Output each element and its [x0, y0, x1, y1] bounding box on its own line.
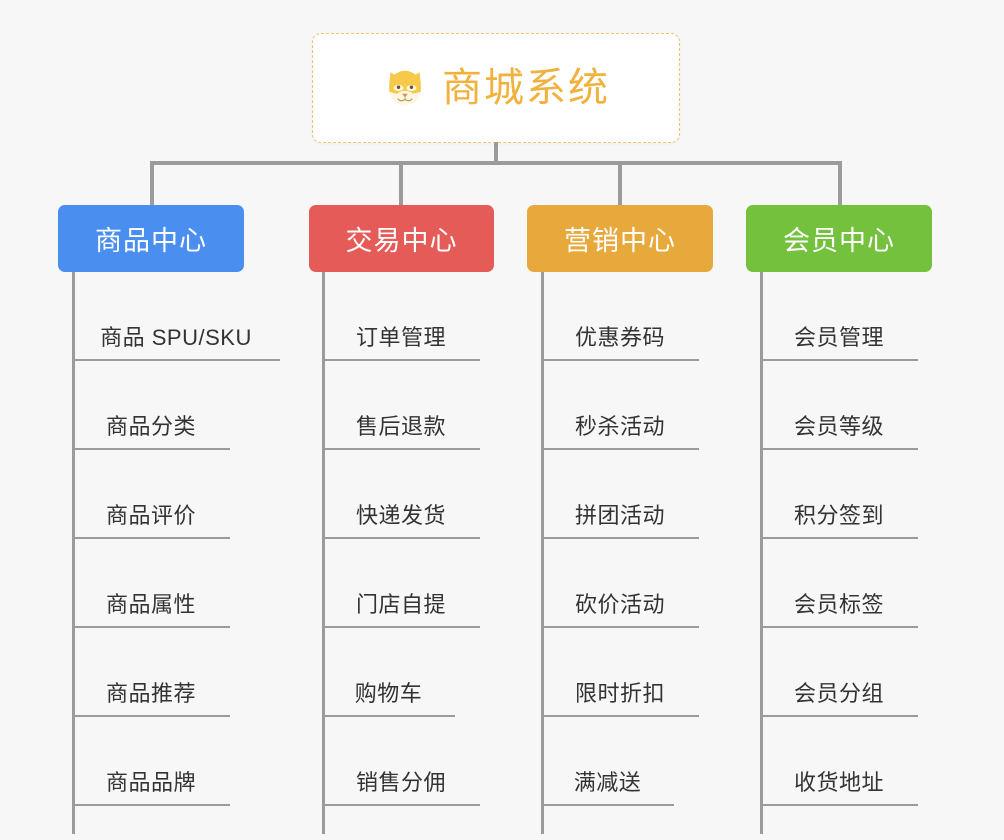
category-box-product-center[interactable]: 商品中心 — [58, 205, 244, 272]
connector-drop-col-2 — [618, 161, 622, 207]
leaf-item[interactable]: 会员管理 — [760, 272, 918, 361]
leaf-column-stem — [760, 272, 763, 834]
leaf-item-label: 商品分类 — [105, 414, 196, 439]
category-label: 会员中心 — [783, 226, 895, 256]
connector-drop-col-1 — [399, 161, 403, 207]
shiba-dog-icon — [389, 70, 421, 106]
category-label: 营销中心 — [564, 226, 676, 256]
leaf-column-stem — [322, 272, 325, 834]
leaf-item[interactable]: 快递发货 — [322, 450, 480, 539]
leaf-item-label: 优惠券码 — [574, 325, 665, 350]
leaf-column-stem — [541, 272, 544, 834]
leaf-item-label: 商品 SPU/SKU — [100, 325, 252, 350]
leaf-item-label: 满减送 — [573, 770, 642, 795]
leaf-item[interactable]: 售后退款 — [322, 361, 480, 450]
leaf-item[interactable]: 积分签到 — [760, 450, 918, 539]
leaf-item[interactable]: 商品 SPU/SKU — [72, 272, 280, 361]
leaf-item[interactable]: 限时折扣 — [541, 628, 699, 717]
category-box-marketing-center[interactable]: 营销中心 — [527, 205, 713, 272]
leaf-item[interactable]: 秒杀活动 — [541, 361, 699, 450]
leaf-item-label: 会员标签 — [793, 592, 884, 617]
leaf-item[interactable]: 收货地址 — [760, 717, 918, 806]
leaf-item[interactable]: 砍价活动 — [541, 539, 699, 628]
leaf-item-label: 收货地址 — [793, 770, 884, 795]
leaf-item[interactable]: 销售分佣 — [322, 717, 480, 806]
connector-bus-bar — [150, 161, 842, 165]
leaf-item-label: 销售分佣 — [355, 770, 446, 795]
connector-root-stem — [494, 142, 498, 164]
leaf-item-label: 快递发货 — [355, 503, 446, 528]
category-label: 交易中心 — [345, 226, 458, 256]
leaf-item[interactable]: 会员等级 — [760, 361, 918, 450]
leaf-item-label: 购物车 — [354, 681, 423, 706]
leaf-item-label: 商品品牌 — [105, 770, 196, 795]
leaf-item-label: 会员分组 — [793, 681, 884, 706]
leaf-item[interactable]: 商品属性 — [72, 539, 230, 628]
leaf-item[interactable]: 满减送 — [541, 717, 674, 806]
leaf-item[interactable]: 会员标签 — [760, 539, 918, 628]
leaf-item-label: 秒杀活动 — [574, 414, 665, 439]
leaf-item[interactable]: 优惠券码 — [541, 272, 699, 361]
leaf-item-label: 订单管理 — [355, 325, 446, 350]
leaf-item[interactable]: 购物车 — [322, 628, 455, 717]
leaf-column-stem — [72, 272, 75, 834]
category-box-member-center[interactable]: 会员中心 — [746, 205, 932, 272]
leaf-item-label: 售后退款 — [355, 414, 446, 439]
leaf-item-label: 商品推荐 — [105, 681, 196, 706]
leaf-item-label: 商品评价 — [105, 503, 196, 528]
leaf-item[interactable]: 商品推荐 — [72, 628, 230, 717]
leaf-item-label: 砍价活动 — [574, 592, 665, 617]
category-label: 商品中心 — [95, 226, 207, 256]
leaf-item-label: 限时折扣 — [574, 681, 665, 706]
leaf-item-label: 积分签到 — [793, 503, 884, 528]
connector-drop-col-3 — [838, 161, 842, 207]
leaf-item[interactable]: 商品分类 — [72, 361, 230, 450]
leaf-item[interactable]: 商品评价 — [72, 450, 230, 539]
root-node-title: 商城系统 — [442, 66, 610, 110]
leaf-item-label: 拼团活动 — [574, 503, 665, 528]
leaf-item[interactable]: 商品品牌 — [72, 717, 230, 806]
root-node-shop-system[interactable]: 商城系统 — [312, 33, 680, 143]
leaf-item-label: 商品属性 — [105, 592, 196, 617]
leaf-item-label: 门店自提 — [355, 592, 446, 617]
leaf-item[interactable]: 拼团活动 — [541, 450, 699, 539]
category-box-trade-center[interactable]: 交易中心 — [309, 205, 494, 272]
leaf-item[interactable]: 订单管理 — [322, 272, 480, 361]
leaf-item[interactable]: 会员分组 — [760, 628, 918, 717]
connector-drop-col-0 — [150, 161, 154, 207]
leaf-item[interactable]: 门店自提 — [322, 539, 480, 628]
leaf-item-label: 会员等级 — [793, 414, 884, 439]
leaf-item-label: 会员管理 — [793, 325, 884, 350]
